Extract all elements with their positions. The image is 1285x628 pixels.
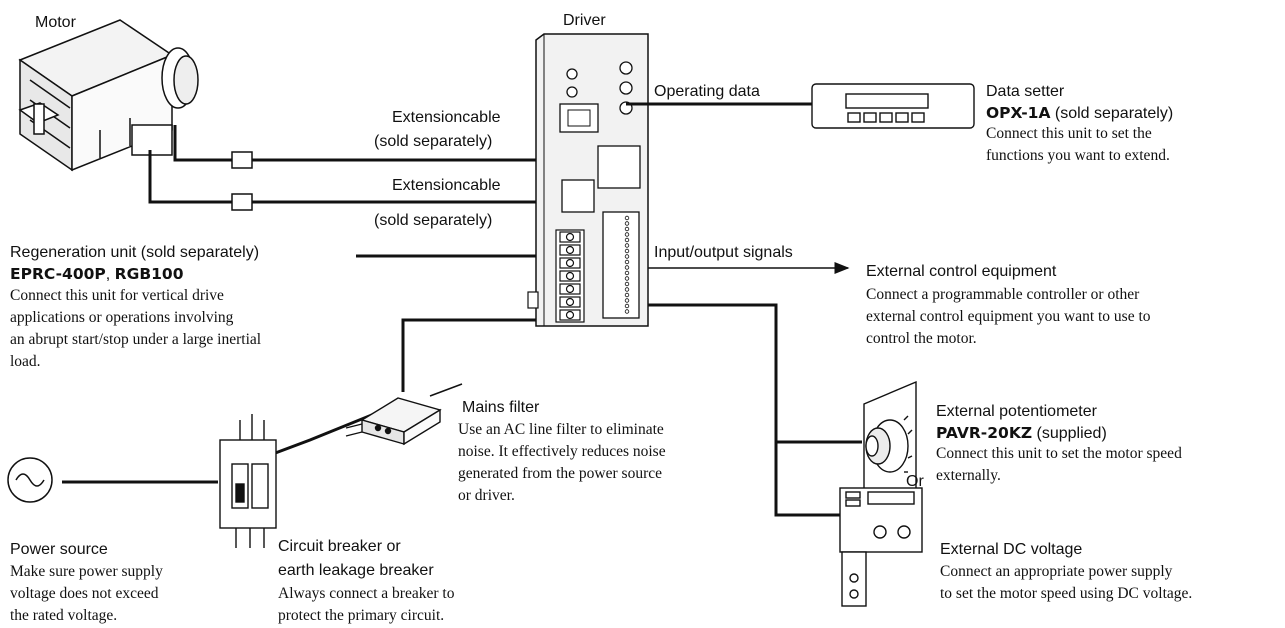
operating-data-label: Operating data — [654, 83, 760, 100]
data-setter-device — [811, 83, 975, 129]
circuit-breaker-title-2: earth leakage breaker — [278, 562, 434, 579]
potentiometer-device — [863, 380, 917, 512]
dc-power-device — [839, 487, 923, 607]
motor-label: Motor — [35, 14, 76, 31]
power-source-symbol — [7, 457, 53, 503]
data-setter-model: OPX-1A — [986, 104, 1051, 122]
circuit-breaker-title-1: Circuit breaker or — [278, 538, 401, 555]
cable-connector-2 — [231, 193, 253, 211]
breaker-wire — [269, 408, 385, 457]
data-setter-title: Data setter — [986, 83, 1065, 100]
circuit-breaker-device — [219, 414, 277, 548]
mains-filter-title: Mains filter — [462, 399, 540, 416]
cable-connector-1 — [231, 151, 253, 169]
mains-filter-device — [345, 397, 442, 446]
driver-label: Driver — [563, 12, 606, 29]
motor-cable-2 — [148, 150, 562, 204]
external-control-title: External control equipment — [866, 263, 1057, 280]
io-signals-label: Input/output signals — [654, 244, 793, 261]
external-potentiometer-title: External potentiometer — [936, 403, 1097, 420]
or-label: Or — [906, 473, 924, 490]
regeneration-unit-title: Regeneration unit (sold separately) — [10, 244, 260, 261]
motor-illustration — [18, 19, 199, 172]
regeneration-unit-models: EPRC-400P, RGB100 — [10, 265, 184, 283]
driver-illustration — [527, 33, 649, 327]
power-source-title: Power source — [10, 541, 108, 558]
analog-input-wire — [648, 303, 840, 517]
external-dc-title: External DC voltage — [940, 541, 1083, 558]
data-setter-model-line: OPX-1A (sold separately) — [986, 104, 1174, 122]
main-power-wire — [401, 318, 536, 392]
external-potentiometer-model-line: PAVR-20KZ (supplied) — [936, 424, 1107, 442]
filter-input-wire — [429, 383, 463, 397]
